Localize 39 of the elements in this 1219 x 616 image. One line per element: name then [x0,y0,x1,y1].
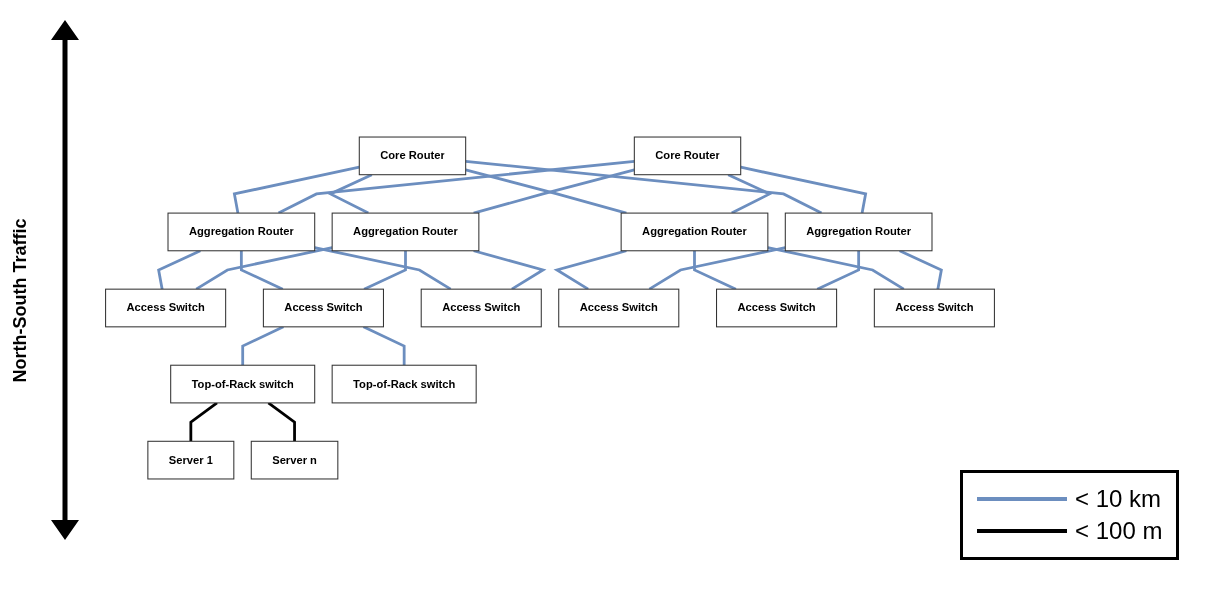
node-box: Aggregation Router [331,212,480,252]
legend-text: < 100 m [1075,517,1163,545]
node-box: Aggregation Router [620,212,769,252]
node-box: Access Switch [873,288,995,328]
connector [267,401,296,442]
connector [816,250,861,291]
connector [239,250,284,291]
node-box: Top-of-Rack switch [331,364,477,404]
node-box: Access Switch [558,288,680,328]
connector [767,246,905,291]
connector [362,325,406,366]
connector [648,246,786,291]
connector [189,401,218,442]
connector [465,159,823,215]
connector [740,165,868,214]
node-box: Core Router [358,136,467,176]
legend-text: < 10 km [1075,485,1162,513]
node-box: Aggregation Router [167,212,316,252]
connector [195,246,333,291]
node-box: Aggregation Router [784,212,933,252]
connector [553,249,627,291]
node-box: Access Switch [105,288,227,328]
connector [693,250,737,291]
connector [314,246,452,291]
node-box: Top-of-Rack switch [170,364,316,404]
connector [363,250,407,291]
connector [473,249,547,291]
node-box: Access Switch [716,288,838,328]
connector [157,249,201,290]
connector [899,249,943,290]
node-box: Server 1 [147,440,235,480]
node-box: Access Switch [420,288,542,328]
node-box: Access Switch [262,288,384,328]
node-box: Core Router [633,136,742,176]
node-box: Server n [250,440,339,480]
axis-label: North-South Traffic [9,217,31,385]
connector [241,325,285,366]
connector [277,159,635,215]
connector [232,165,360,214]
